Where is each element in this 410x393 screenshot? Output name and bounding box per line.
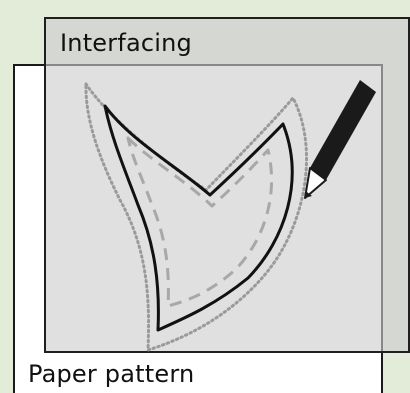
stitch-line: [128, 138, 272, 306]
pencil-icon: [305, 80, 376, 198]
